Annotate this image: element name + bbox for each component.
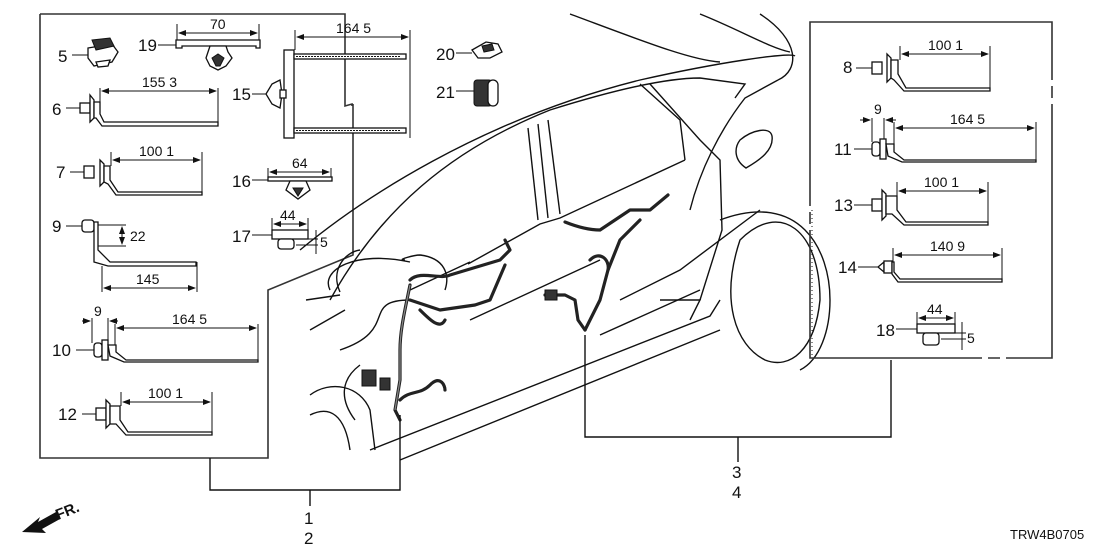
part-8-clip-with-strap: 8 100 1 <box>843 37 991 92</box>
part-9-bracket: 9 22 145 <box>52 217 198 292</box>
dim-6-length: 155 3 <box>142 74 177 90</box>
callout-7[interactable]: 7 <box>56 163 65 182</box>
dim-10-offset: 9 <box>94 303 102 319</box>
callout-leader-1-2: 1 2 <box>209 415 401 548</box>
part-17-clip: 17 44 5 <box>232 207 328 254</box>
callout-19[interactable]: 19 <box>138 36 157 55</box>
callout-8[interactable]: 8 <box>843 58 852 77</box>
part-19-clip: 19 70 <box>138 16 261 71</box>
rear-door-harness <box>543 193 670 332</box>
part-18-clip: 18 44 5 <box>876 301 975 350</box>
dim-10-length: 164 5 <box>172 311 207 327</box>
callout-4[interactable]: 4 <box>732 483 741 502</box>
part-13-clip-with-strap: 13 100 1 <box>834 174 989 226</box>
callout-9[interactable]: 9 <box>52 217 61 236</box>
part-11-clip-with-strap: 11 9 164 5 <box>834 101 1037 163</box>
callout-6[interactable]: 6 <box>52 100 61 119</box>
dim-13-length: 100 1 <box>924 174 959 190</box>
part-21-grommet: 21 <box>436 79 499 107</box>
front-arrow-icon <box>22 512 60 533</box>
callout-leader-3-4: 3 4 <box>584 335 892 502</box>
right-parts-frame <box>809 21 1053 359</box>
part-14-clip-with-strap: 14 140 9 <box>838 238 1003 283</box>
dim-19-length: 70 <box>210 16 226 32</box>
dim-16-length: 64 <box>292 155 308 171</box>
callout-12[interactable]: 12 <box>58 405 77 424</box>
part-10-clip-with-strap: 10 9 164 5 <box>52 303 259 363</box>
dim-15-length: 164 5 <box>336 20 371 36</box>
diagram-code: TRW4B0705 <box>1010 527 1084 542</box>
front-direction-indicator: FR. <box>22 499 82 533</box>
left-parts-frame <box>39 13 354 459</box>
part-16-clip: 16 64 <box>232 155 333 200</box>
part-6-clip-with-strap: 6 155 3 <box>52 74 219 127</box>
front-direction-label: FR. <box>53 499 82 524</box>
callout-18[interactable]: 18 <box>876 321 895 340</box>
dim-8-length: 100 1 <box>928 37 963 53</box>
callout-11[interactable]: 11 <box>834 140 852 159</box>
dim-12-length: 100 1 <box>148 385 183 401</box>
dim-9-height: 22 <box>130 228 146 244</box>
callout-2[interactable]: 2 <box>304 529 313 548</box>
part-7-clip-with-strap: 7 100 1 <box>56 143 203 196</box>
dim-9-length: 145 <box>136 271 160 287</box>
callout-13[interactable]: 13 <box>834 196 853 215</box>
callout-21[interactable]: 21 <box>436 83 455 102</box>
callout-5[interactable]: 5 <box>58 47 67 66</box>
part-15-cable-tie-bracket: 15 164 5 <box>232 20 411 139</box>
front-door-harness <box>361 238 512 422</box>
dim-17-length: 44 <box>280 207 296 223</box>
callout-15[interactable]: 15 <box>232 85 251 104</box>
dim-18-height: 5 <box>967 330 975 346</box>
callout-1[interactable]: 1 <box>304 509 313 528</box>
dim-11-length: 164 5 <box>950 111 985 127</box>
dim-7-length: 100 1 <box>139 143 174 159</box>
callout-20[interactable]: 20 <box>436 45 455 64</box>
callout-17[interactable]: 17 <box>232 227 251 246</box>
callout-3[interactable]: 3 <box>732 463 741 482</box>
callout-10[interactable]: 10 <box>52 341 71 360</box>
callout-16[interactable]: 16 <box>232 172 251 191</box>
part-12-clip-with-strap: 12 100 1 <box>58 385 213 436</box>
dim-18-length: 44 <box>927 301 943 317</box>
dim-17-height: 5 <box>320 234 328 250</box>
vehicle-body-outline <box>299 13 831 461</box>
part-20-clip: 20 <box>436 41 503 64</box>
part-5-clip: 5 <box>58 37 119 68</box>
dim-14-length: 140 9 <box>930 238 965 254</box>
dim-11-offset: 9 <box>874 101 882 117</box>
callout-14[interactable]: 14 <box>838 258 857 277</box>
